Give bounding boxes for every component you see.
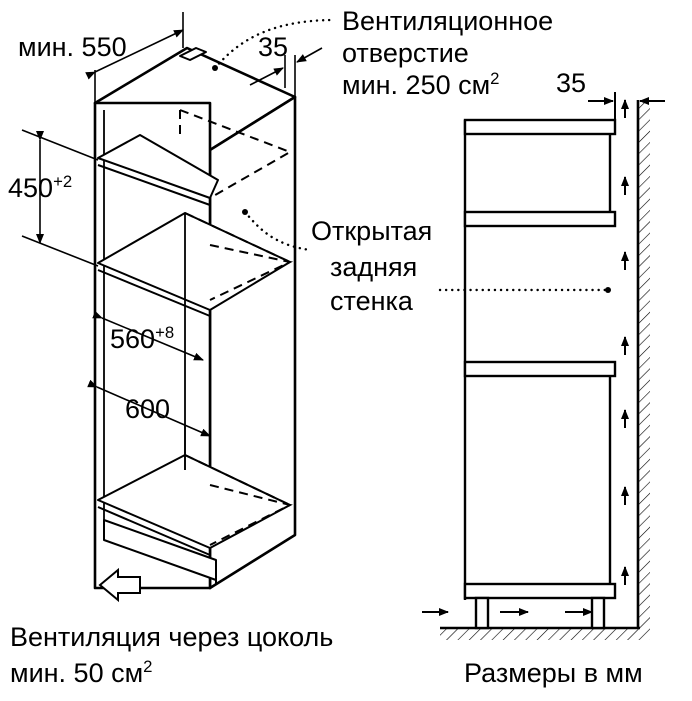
label-vent-line2: отверстие: [342, 38, 469, 68]
label-depth-inner: 560+8: [110, 322, 175, 354]
side-top-board: [463, 118, 617, 136]
side-middle-shelf: [463, 360, 617, 378]
label-side-gap-top: 35: [258, 32, 289, 62]
height-tolerance: +2: [53, 171, 73, 191]
label-vent-line1: Вентиляционное: [342, 6, 554, 36]
depth-inner-tolerance: +8: [155, 322, 175, 342]
label-rear-line2: задняя: [330, 252, 418, 282]
hidden-edges: [179, 109, 294, 546]
foot-right: [590, 596, 606, 630]
plinth-area-unit-sup: 2: [143, 656, 153, 676]
side-bottom-board: [463, 582, 617, 600]
vent-opening: [179, 47, 207, 61]
label-vent-line3: мин. 250 см2: [342, 68, 500, 100]
leader-lines: [213, 18, 610, 292]
label-plinth-line2: мин. 50 см2: [10, 656, 153, 688]
label-wall-gap: 35: [556, 68, 587, 98]
label-rear-line3: стенка: [330, 286, 413, 316]
label-min-width: мин. 550: [18, 32, 127, 62]
label-plinth-line1: Вентиляция через цоколь: [10, 622, 334, 652]
label-units-note: Размеры в мм: [464, 658, 643, 688]
side-upper-shelf: [463, 210, 617, 228]
side-view: [440, 100, 650, 640]
plinth-area-text: мин. 50 см: [10, 658, 144, 688]
depth-inner-value: 560: [110, 324, 156, 354]
label-depth-outer: 600: [125, 394, 171, 424]
foot-left: [474, 596, 490, 630]
vent-area-text: мин. 250 см: [342, 70, 491, 100]
label-rear-line1: Открытая: [311, 216, 433, 246]
height-value: 450: [8, 173, 54, 203]
dimension-lines: [21, 12, 323, 470]
cabinet-3d: [93, 46, 297, 590]
shelf-upper: [97, 134, 219, 199]
label-height: 450+2: [8, 171, 73, 203]
vent-area-unit-sup: 2: [490, 68, 500, 88]
plinth-vent-arrow: [98, 567, 141, 603]
airflow-arrows: [422, 92, 665, 616]
